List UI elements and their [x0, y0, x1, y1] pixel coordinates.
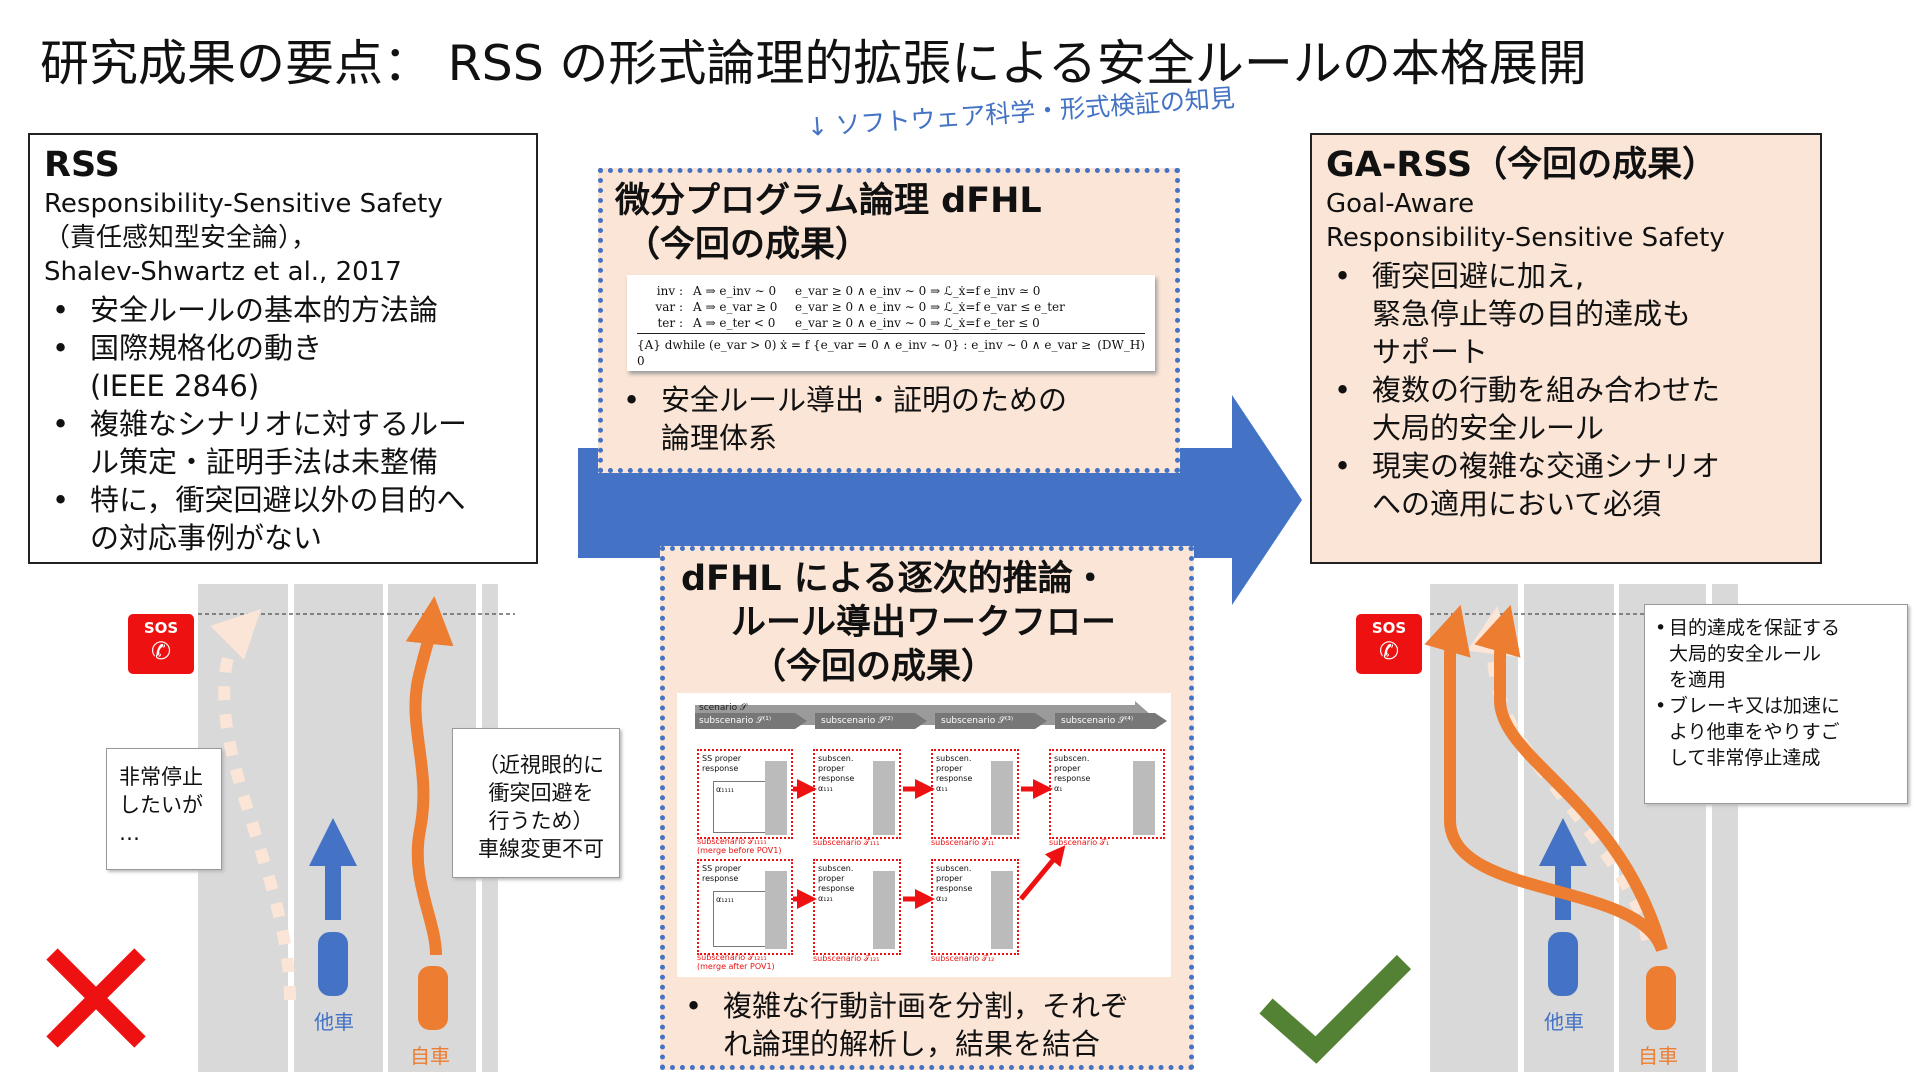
emergency-stop-path-right [1467, 606, 1653, 941]
row-label: subscenario 𝒯₁₁₁ [813, 838, 880, 847]
check-mark-icon [1259, 954, 1412, 1064]
workflow-box: dFHL による逐次的推論・ ルール導出ワークフロー （今回の成果） scena… [660, 546, 1194, 1070]
scenario-label: scenario 𝒮 [699, 703, 747, 713]
global-rule-path-2 [1474, 604, 1668, 952]
dfhl-heading: 微分プログラム論理 dFHL（今回の成果） [615, 181, 1042, 265]
workflow-arrows [793, 779, 1066, 909]
row-label: subscenario 𝒯₁₂₁₁(merge after POV1) [697, 953, 775, 971]
rss-box: RSS Responsibility-Sensitive Safety （責任感… [28, 133, 538, 564]
list-item: 国際規格化の動き(IEEE 2846) [44, 329, 522, 405]
other-car-label: 他車 [1544, 1010, 1584, 1034]
callout-global-rule: • 目的達成を保証する大局的安全ルールを適用 • ブレーキ又は加速により他車をや… [1644, 604, 1908, 804]
other-car-icon [318, 932, 348, 996]
rss-line: Responsibility-Sensitive Safety [44, 189, 443, 219]
subscenario-label: subscenario 𝒮⁽⁴⁾ [1061, 716, 1134, 726]
dfhl-box: 微分プログラム論理 dFHL（今回の成果） inv :A ⇒ e_inv ∼ 0… [598, 168, 1180, 473]
rss-line: Shalev-Shwartz et al., 2017 [44, 257, 402, 287]
workflow-diagram: scenario 𝒮 subscenario 𝒮⁽¹⁾ subscenario … [677, 693, 1171, 977]
subscenario-label: subscenario 𝒮⁽³⁾ [941, 716, 1014, 726]
row-label: subscenario 𝒯₁₁₁₁(merge before POV1) [697, 837, 782, 855]
own-car-label: 自車 [410, 1044, 450, 1068]
ga-rss-line: Goal-Aware [1326, 189, 1475, 219]
ga-rss-line: Responsibility-Sensitive Safety [1326, 223, 1725, 253]
subscenario-label: subscenario 𝒮⁽¹⁾ [699, 716, 772, 726]
page-title: 研究成果の要点： RSS の形式論理的拡張による安全ルールの本格展開 [40, 35, 1587, 92]
callout-lane-change: （近視眼的に 衝突回避を 行うため） 車線変更不可 [452, 728, 620, 878]
global-rule-path-1 [1424, 604, 1668, 953]
cross-mark-icon [46, 948, 146, 1048]
row-label: subscenario 𝒯₁ [1049, 838, 1110, 847]
lane-change-path-left [405, 596, 454, 956]
callout-emergency-stop: 非常停止 したいが … [106, 748, 222, 870]
row-label: subscenario 𝒯₁₂ [931, 954, 995, 963]
list-item: • 目的達成を保証する大局的安全ルールを適用 [1655, 617, 1841, 691]
own-car-icon [1646, 966, 1676, 1030]
sos-phone-icon: SOS ✆ [128, 614, 194, 674]
workflow-heading: dFHL による逐次的推論・ ルール導出ワークフロー （今回の成果） [681, 559, 1117, 687]
other-car-icon [1548, 932, 1578, 996]
subscenario-label: subscenario 𝒮⁽²⁾ [821, 716, 894, 726]
own-car-label: 自車 [1638, 1044, 1678, 1068]
left-road [198, 584, 515, 1072]
rss-line: （責任感知型安全論）， [44, 223, 318, 253]
ga-rss-box: GA-RSS（今回の成果） Goal-Aware Responsibility-… [1310, 133, 1822, 564]
emergency-stop-path-left [210, 609, 296, 1001]
list-item: 安全ルールの基本的方法論 [44, 291, 522, 329]
row-label: subscenario 𝒯₁₁ [931, 838, 995, 847]
row-label: subscenario 𝒯₁₂₁ [813, 954, 880, 963]
rss-bullets: 安全ルールの基本的方法論 国際規格化の動き(IEEE 2846) 複雑なシナリオ… [44, 291, 522, 557]
own-car-icon [418, 966, 448, 1030]
other-car-label: 他車 [314, 1010, 354, 1034]
formula-conclusion: {A} dwhile (e_var > 0) ẋ = f {e_var = 0 … [637, 333, 1145, 369]
list-item: • ブレーキ又は加速により他車をやりすごして非常停止達成 [1655, 695, 1841, 769]
sos-phone-icon: SOS ✆ [1356, 614, 1422, 674]
ga-rss-heading: GA-RSS（今回の成果） [1326, 145, 1718, 185]
rss-heading: RSS [44, 145, 120, 185]
